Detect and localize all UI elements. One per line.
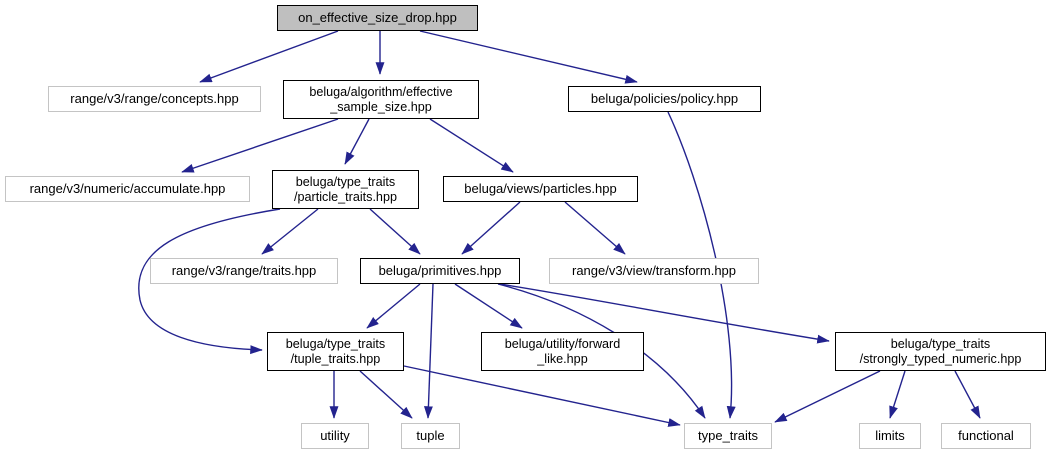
node-limits[interactable]: limits [859, 423, 921, 449]
node-label-functional: functional [958, 427, 1014, 443]
node-tuple[interactable]: tuple [401, 423, 460, 449]
edge-primitives-to-forwardlike [454, 283, 523, 329]
node-primitives[interactable]: beluga/primitives.hpp [360, 258, 520, 284]
edge-tupletraits-to-tuple [359, 370, 413, 419]
edge-particles-to-primitives [461, 201, 521, 255]
node-root[interactable]: on_effective_size_drop.hpp [277, 5, 478, 31]
node-tupletraits[interactable]: beluga/type_traits /tuple_traits.hpp [267, 332, 404, 371]
node-accumulate[interactable]: range/v3/numeric/accumulate.hpp [5, 176, 250, 202]
edge-stnumeric-to-limits [889, 370, 906, 419]
node-concepts[interactable]: range/v3/range/concepts.hpp [48, 86, 261, 112]
node-typetraits[interactable]: type_traits [684, 423, 772, 449]
node-stnumeric[interactable]: beluga/type_traits /strongly_typed_numer… [835, 332, 1046, 371]
edge-ptraits-to-primitives [369, 208, 421, 255]
node-rtraits[interactable]: range/v3/range/traits.hpp [150, 258, 338, 284]
node-label-typetraits: type_traits [698, 427, 758, 443]
node-label-utility: utility [320, 427, 350, 443]
node-label-primitives: beluga/primitives.hpp [378, 262, 502, 278]
node-label-accumulate: range/v3/numeric/accumulate.hpp [29, 180, 226, 196]
node-label-ptraits: beluga/type_traits /particle_traits.hpp [294, 175, 397, 204]
edge-particles-to-transform [564, 201, 626, 255]
edge-ess-to-particles [429, 118, 514, 173]
edge-primitives-to-tupletraits [366, 283, 421, 329]
node-label-stnumeric: beluga/type_traits /strongly_typed_numer… [859, 337, 1022, 366]
node-label-rtraits: range/v3/range/traits.hpp [171, 262, 317, 278]
edge-root-to-concepts [199, 30, 339, 83]
edge-stnumeric-to-functional [954, 370, 981, 419]
edge-root-to-policy [419, 30, 638, 84]
node-ptraits[interactable]: beluga/type_traits /particle_traits.hpp [272, 170, 419, 209]
edge-ess-to-accumulate [181, 118, 339, 173]
node-label-concepts: range/v3/range/concepts.hpp [70, 90, 239, 106]
node-label-tuple: tuple [416, 427, 445, 443]
node-label-limits: limits [875, 427, 905, 443]
node-label-transform: range/v3/view/transform.hpp [571, 262, 737, 278]
node-label-particles: beluga/views/particles.hpp [464, 180, 617, 196]
node-label-root: on_effective_size_drop.hpp [298, 9, 457, 25]
node-label-tupletraits: beluga/type_traits /tuple_traits.hpp [285, 337, 386, 366]
node-label-ess: beluga/algorithm/effective _sample_size.… [309, 85, 453, 114]
node-utility[interactable]: utility [301, 423, 369, 449]
edge-stnumeric-to-typetraits [774, 370, 881, 423]
node-transform[interactable]: range/v3/view/transform.hpp [549, 258, 759, 284]
node-forwardlike[interactable]: beluga/utility/forward _like.hpp [481, 332, 644, 371]
node-label-forwardlike: beluga/utility/forward _like.hpp [504, 337, 621, 366]
node-policy[interactable]: beluga/policies/policy.hpp [568, 86, 761, 112]
node-functional[interactable]: functional [941, 423, 1031, 449]
edge-tupletraits-to-typetraits [403, 365, 681, 427]
node-label-policy: beluga/policies/policy.hpp [590, 90, 739, 106]
edge-primitives-to-tuple [423, 283, 434, 419]
node-particles[interactable]: beluga/views/particles.hpp [443, 176, 638, 202]
node-ess[interactable]: beluga/algorithm/effective _sample_size.… [283, 80, 479, 119]
edge-ess-to-ptraits [344, 118, 370, 165]
edge-ptraits-to-rtraits [261, 208, 319, 255]
